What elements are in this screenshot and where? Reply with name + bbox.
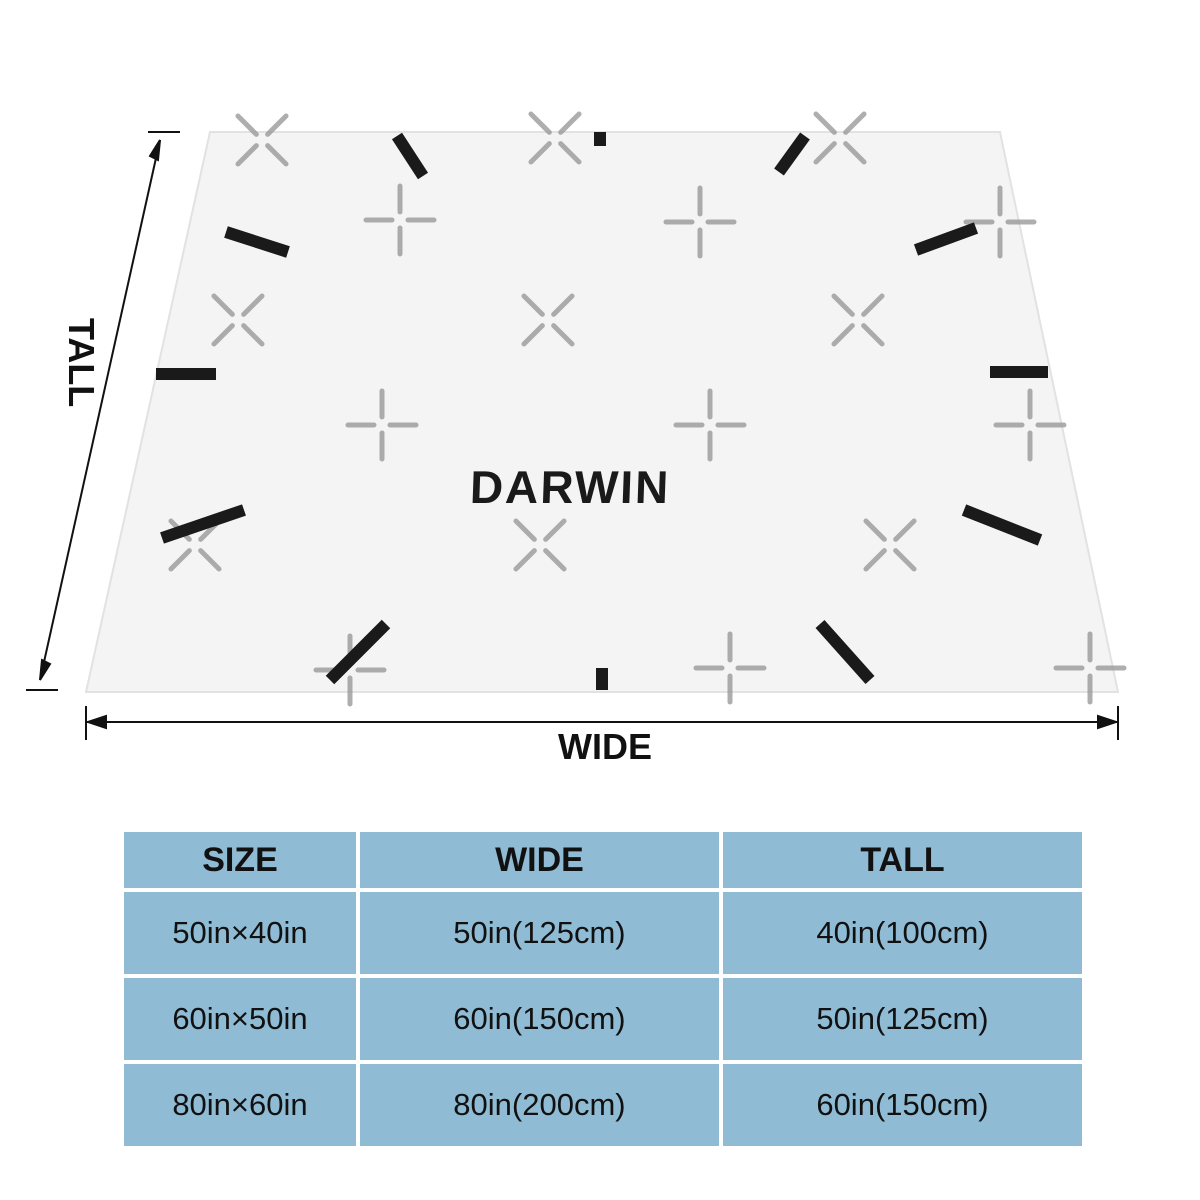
cross-mark xyxy=(963,185,1037,259)
cell-wide: 60in(150cm) xyxy=(359,978,719,1060)
table-row: 80in×60in 80in(200cm) 60in(150cm) xyxy=(124,1064,1082,1146)
cross-mark xyxy=(235,113,289,167)
table-row: 60in×50in 60in(150cm) 50in(125cm) xyxy=(124,978,1082,1060)
cross-mark xyxy=(813,111,867,165)
tall-label: TALL xyxy=(61,318,102,408)
header-size: SIZE xyxy=(124,832,356,888)
clock-tick-marks xyxy=(156,132,1048,690)
tick-mark xyxy=(325,619,391,685)
cross-mark xyxy=(831,293,885,347)
blanket-brand-text: DARWIN xyxy=(469,461,672,513)
tick-mark xyxy=(961,504,1043,546)
cell-wide: 80in(200cm) xyxy=(359,1064,719,1146)
tick-mark xyxy=(774,132,810,176)
cross-pattern xyxy=(168,111,1127,707)
size-table: SIZE WIDE TALL 50in×40in 50in(125cm) 40i… xyxy=(120,828,1086,1150)
cross-mark xyxy=(1053,631,1127,705)
cross-mark xyxy=(513,518,567,572)
cell-size: 50in×40in xyxy=(124,892,356,974)
cross-mark xyxy=(363,183,437,257)
header-tall: TALL xyxy=(722,832,1082,888)
wide-label: WIDE xyxy=(558,726,652,767)
tick-mark xyxy=(913,222,979,256)
cell-tall: 40in(100cm) xyxy=(722,892,1082,974)
cross-mark xyxy=(863,518,917,572)
tall-dimension-arrow xyxy=(26,131,180,691)
blanket-surface xyxy=(84,131,1120,693)
table-row: 50in×40in 50in(125cm) 40in(100cm) xyxy=(124,892,1082,974)
tick-mark xyxy=(391,132,429,180)
header-wide: WIDE xyxy=(359,832,719,888)
tick-mark xyxy=(160,504,246,544)
wide-dimension-arrow xyxy=(84,706,1120,740)
tick-mark xyxy=(224,226,290,258)
cross-mark xyxy=(663,185,737,259)
cross-mark xyxy=(693,631,767,705)
cross-mark xyxy=(528,111,582,165)
cell-size: 60in×50in xyxy=(124,978,356,1060)
cross-mark xyxy=(673,388,747,462)
cross-mark xyxy=(521,293,575,347)
cell-tall: 50in(125cm) xyxy=(722,978,1082,1060)
blanket-diagram xyxy=(26,111,1127,740)
table-header-row: SIZE WIDE TALL xyxy=(124,832,1082,888)
tick-mark xyxy=(815,620,875,684)
cross-mark xyxy=(211,293,265,347)
cell-size: 80in×60in xyxy=(124,1064,356,1146)
cell-wide: 50in(125cm) xyxy=(359,892,719,974)
cross-mark xyxy=(345,388,419,462)
cross-mark xyxy=(993,388,1067,462)
cell-tall: 60in(150cm) xyxy=(722,1064,1082,1146)
